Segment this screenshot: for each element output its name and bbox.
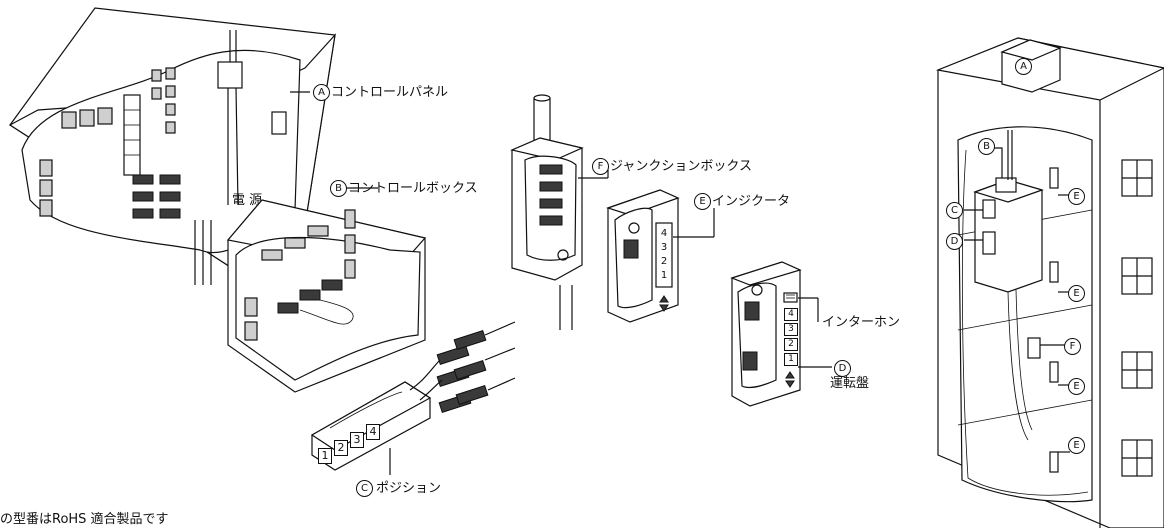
- marker-f-junction: F: [592, 158, 609, 175]
- position-connectors: [409, 321, 516, 414]
- position-button-3: 3: [350, 432, 364, 448]
- indicator-digit-2: 2: [660, 256, 668, 267]
- building-drawing: [935, 37, 1164, 528]
- operating-button-2: 2: [784, 338, 798, 351]
- label-control-panel: コントロールパネル: [331, 85, 449, 100]
- marker-f-building: F: [1064, 338, 1081, 355]
- marker-e-building-2: E: [1068, 285, 1085, 302]
- label-position: ポジション: [376, 481, 442, 496]
- indicator-digit-3: 3: [660, 242, 668, 253]
- operating-button-1: 1: [784, 353, 798, 366]
- position-button-2: 2: [334, 440, 348, 456]
- marker-b-building: B: [978, 138, 995, 155]
- label-intercom: インターホン: [822, 315, 901, 330]
- marker-a-building: A: [1015, 58, 1032, 75]
- position-button-4: 4: [366, 424, 380, 440]
- marker-d-operating: D: [834, 360, 851, 377]
- operating-button-3: 3: [784, 323, 798, 336]
- marker-d-building: D: [946, 233, 963, 250]
- marker-e-building-1: E: [1068, 188, 1085, 205]
- control-box-drawing: [226, 199, 427, 393]
- marker-e-indicator: E: [694, 193, 711, 210]
- indicator-drawing: [606, 189, 715, 323]
- power-label: 電 源: [232, 193, 262, 208]
- label-indicator: インジクータ: [712, 194, 791, 209]
- footnote: の型番はRoHS 適合製品です: [0, 512, 169, 527]
- marker-e-building-4: E: [1068, 437, 1085, 454]
- label-operating-panel: 運転盤: [830, 376, 870, 391]
- position-button-1: 1: [318, 448, 332, 464]
- operating-button-4: 4: [784, 308, 798, 321]
- marker-a-panel: A: [313, 84, 330, 101]
- marker-e-building-3: E: [1068, 378, 1085, 395]
- marker-b-box: B: [330, 180, 347, 197]
- label-control-box: コントロールボックス: [348, 181, 478, 196]
- label-junction-box: ジャンクションボックス: [610, 159, 752, 174]
- marker-c-position: C: [356, 480, 373, 497]
- indicator-digit-4: 4: [660, 228, 668, 239]
- marker-c-building: C: [946, 202, 963, 219]
- operating-panel-drawing: [730, 261, 832, 407]
- junction-box-drawing: [510, 94, 609, 330]
- windows: [1121, 159, 1153, 477]
- indicator-digit-1: 1: [660, 270, 668, 281]
